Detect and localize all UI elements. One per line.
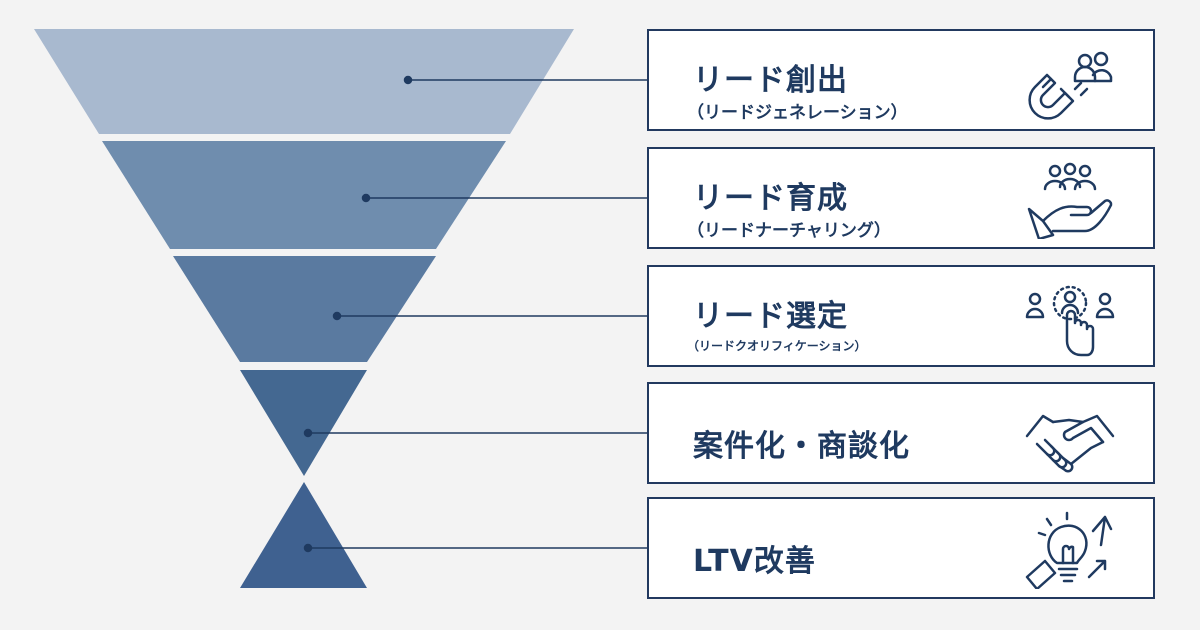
stage-title: 案件化・商談化 <box>693 429 910 464</box>
stage-title: リード選定 <box>693 299 848 334</box>
stage-card-ltv-improvement: LTV改善 <box>647 497 1155 599</box>
stage-title: LTV改善 <box>693 544 816 579</box>
stage-card-lead-qualification: リード選定 （リードクオリフィケーション） <box>647 265 1155 367</box>
stage-title: リード創出 <box>693 63 848 98</box>
connector-dot-1 <box>403 75 413 85</box>
stage-card-lead-nurturing: リード育成 （リードナーチャリング） <box>647 147 1155 249</box>
connector-dot-4 <box>303 428 313 438</box>
stage-subtitle: （リードナーチャリング） <box>687 221 891 241</box>
stage-title: リード育成 <box>693 181 848 216</box>
magnet-people-icon <box>1025 43 1115 121</box>
funnel-layer-3 <box>173 256 436 362</box>
funnel-layer-4 <box>240 370 367 476</box>
handshake-icon <box>1025 396 1115 474</box>
stage-card-lead-generation: リード創出 （リードジェネレーション） <box>647 29 1155 131</box>
stage-card-deal-creation: 案件化・商談化 <box>647 382 1155 484</box>
hand-people-icon <box>1025 161 1115 241</box>
funnel-layer-1 <box>34 29 574 134</box>
lightbulb-growth-icon <box>1025 511 1115 591</box>
funnel-layer-5 <box>240 482 367 588</box>
select-person-icon <box>1025 279 1115 357</box>
stage-subtitle: （リードジェネレーション） <box>687 103 908 123</box>
funnel-layer-2 <box>102 141 506 249</box>
connector-dot-5 <box>303 543 313 553</box>
connector-dot-3 <box>332 311 342 321</box>
stage-subtitle: （リードクオリフィケーション） <box>687 339 867 353</box>
connector-dot-2 <box>361 193 371 203</box>
